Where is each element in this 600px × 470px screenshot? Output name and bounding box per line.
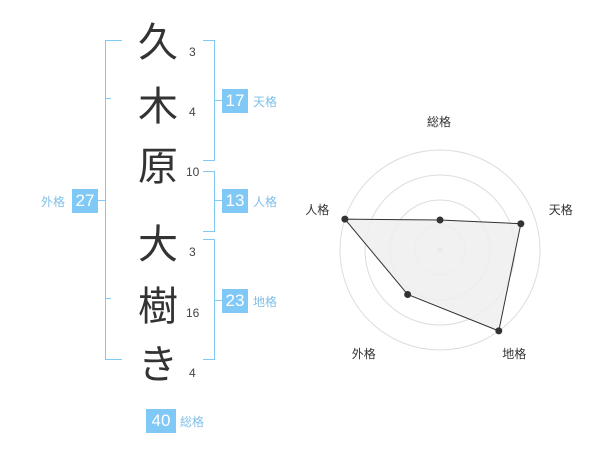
chikaku-value: 23 bbox=[222, 289, 248, 313]
name-char-1: 久 bbox=[138, 20, 178, 66]
bracket-connector bbox=[214, 100, 222, 101]
stroke-count-2: 4 bbox=[189, 105, 196, 119]
bracket-connector bbox=[214, 300, 222, 301]
name-char-4: 大 bbox=[138, 222, 178, 268]
radar-axis-label-2: 天格 bbox=[548, 203, 573, 218]
name-char-5: 樹 bbox=[138, 284, 178, 330]
gaikaku-bracket bbox=[105, 40, 122, 360]
name-char-6: き bbox=[138, 342, 178, 388]
radar-axis-label-5: 人格 bbox=[305, 203, 330, 218]
radar-axis-label-4: 外格 bbox=[351, 346, 376, 361]
gaikaku-value: 27 bbox=[72, 189, 98, 213]
stroke-count-4: 3 bbox=[189, 245, 196, 259]
radar-point-1 bbox=[436, 216, 444, 224]
stroke-count-1: 3 bbox=[189, 45, 196, 59]
tenkaku-label: 天格 bbox=[253, 95, 278, 109]
gaikaku-label: 外格 bbox=[41, 195, 66, 209]
radar-point-4 bbox=[404, 290, 412, 298]
chikaku-label: 地格 bbox=[253, 295, 278, 309]
stroke-count-6: 4 bbox=[189, 366, 196, 380]
stroke-count-5: 16 bbox=[186, 306, 200, 320]
jinkaku-bracket bbox=[203, 171, 215, 232]
radar-axis-label-3: 地格 bbox=[502, 346, 527, 361]
bracket-tick bbox=[105, 298, 111, 299]
tenkaku-value: 17 bbox=[222, 89, 248, 113]
radar-point-3 bbox=[495, 327, 503, 335]
chikaku-bracket bbox=[203, 239, 215, 360]
name-char-3: 原 bbox=[138, 144, 178, 190]
radar-series-polygon bbox=[343, 218, 522, 332]
soukaku-label: 総格 bbox=[180, 415, 205, 429]
bracket-tick bbox=[105, 98, 111, 99]
bracket-connector bbox=[214, 200, 222, 201]
radar-axis-label-1: 総格 bbox=[427, 115, 452, 129]
radar-point-2 bbox=[517, 220, 525, 228]
radar-grid-ring bbox=[339, 149, 541, 351]
jinkaku-value: 13 bbox=[222, 189, 248, 213]
jinkaku-label: 人格 bbox=[253, 195, 278, 209]
bracket-connector bbox=[97, 200, 105, 201]
name-char-2: 木 bbox=[138, 84, 178, 130]
soukaku-value: 40 bbox=[146, 409, 176, 433]
stroke-count-3: 10 bbox=[186, 165, 200, 179]
radar-point-5 bbox=[341, 215, 349, 223]
